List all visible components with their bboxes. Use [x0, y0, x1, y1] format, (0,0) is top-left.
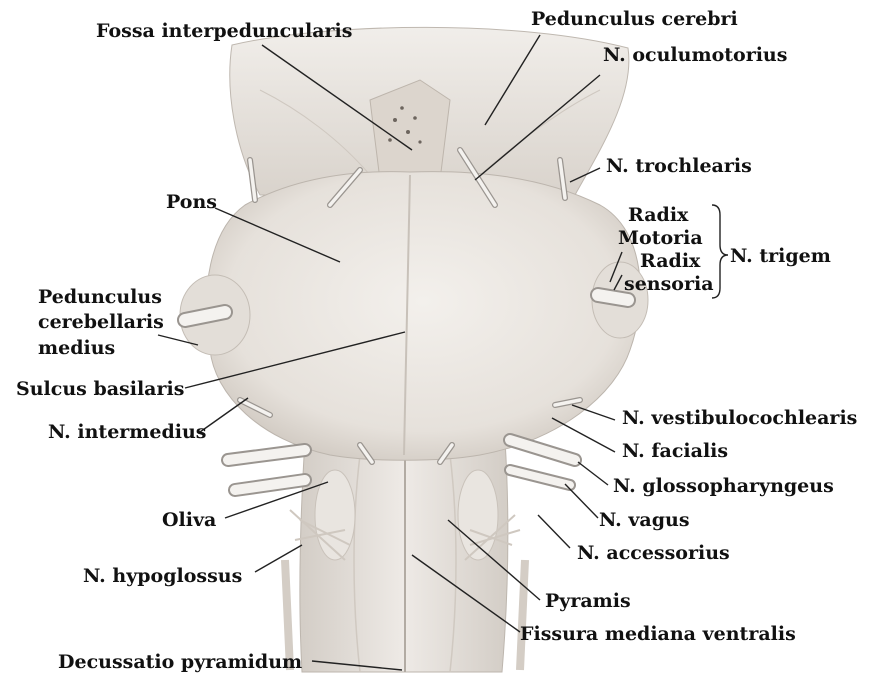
leader-intermedius: [200, 398, 248, 432]
label-fossa-interpeduncularis: Fossa interpeduncularis: [96, 20, 352, 42]
leader-vagus: [565, 484, 598, 518]
label-n-vestibulocochlearis: N. vestibulocochlearis: [622, 407, 857, 429]
trigem-brace: [712, 205, 728, 298]
label-n-glossopharyngeus: N. glossopharyngeus: [613, 475, 834, 497]
leader-accessorius: [538, 515, 570, 548]
label-n-accessorius: N. accessorius: [577, 542, 730, 564]
pons: [180, 172, 648, 461]
label-sulcus-basilaris: Sulcus basilaris: [16, 378, 184, 400]
label-fissura-mediana-ventralis: Fissura mediana ventralis: [520, 623, 796, 645]
label-pedunculus-cerebri: Pedunculus cerebri: [531, 8, 738, 30]
label-oliva: Oliva: [162, 509, 216, 531]
label-n-oculomotorius: N. oculumotorius: [603, 44, 787, 66]
label-n-facialis: N. facialis: [622, 440, 728, 462]
label-radix-sensoria-2: sensoria: [624, 273, 714, 295]
label-pons: Pons: [166, 191, 217, 213]
cerebral-peduncles: [230, 27, 629, 195]
label-n-trochlearis: N. trochlearis: [606, 155, 752, 177]
label-radix-sensoria-1: Radix: [640, 250, 701, 272]
label-decussatio-pyramidum: Decussatio pyramidum: [58, 651, 302, 673]
leader-hypoglossus: [255, 545, 302, 572]
label-ped-cerebellaris-1: Pedunculus: [38, 286, 162, 308]
label-radix-motoria-1: Radix: [628, 204, 689, 226]
label-n-vagus: N. vagus: [599, 509, 690, 531]
label-n-trigem: N. trigem: [730, 245, 831, 267]
label-n-intermedius: N. intermedius: [48, 421, 207, 443]
label-pyramis: Pyramis: [545, 590, 631, 612]
label-ped-cerebellaris-3: medius: [38, 337, 115, 359]
label-n-hypoglossus: N. hypoglossus: [83, 565, 242, 587]
leader-glossopharyngeus: [578, 462, 608, 485]
label-radix-motoria-2: Motoria: [618, 227, 703, 249]
label-ped-cerebellaris-2: cerebellaris: [38, 311, 164, 333]
medulla-oblongata: [300, 440, 508, 672]
leader-facialis: [552, 418, 615, 452]
